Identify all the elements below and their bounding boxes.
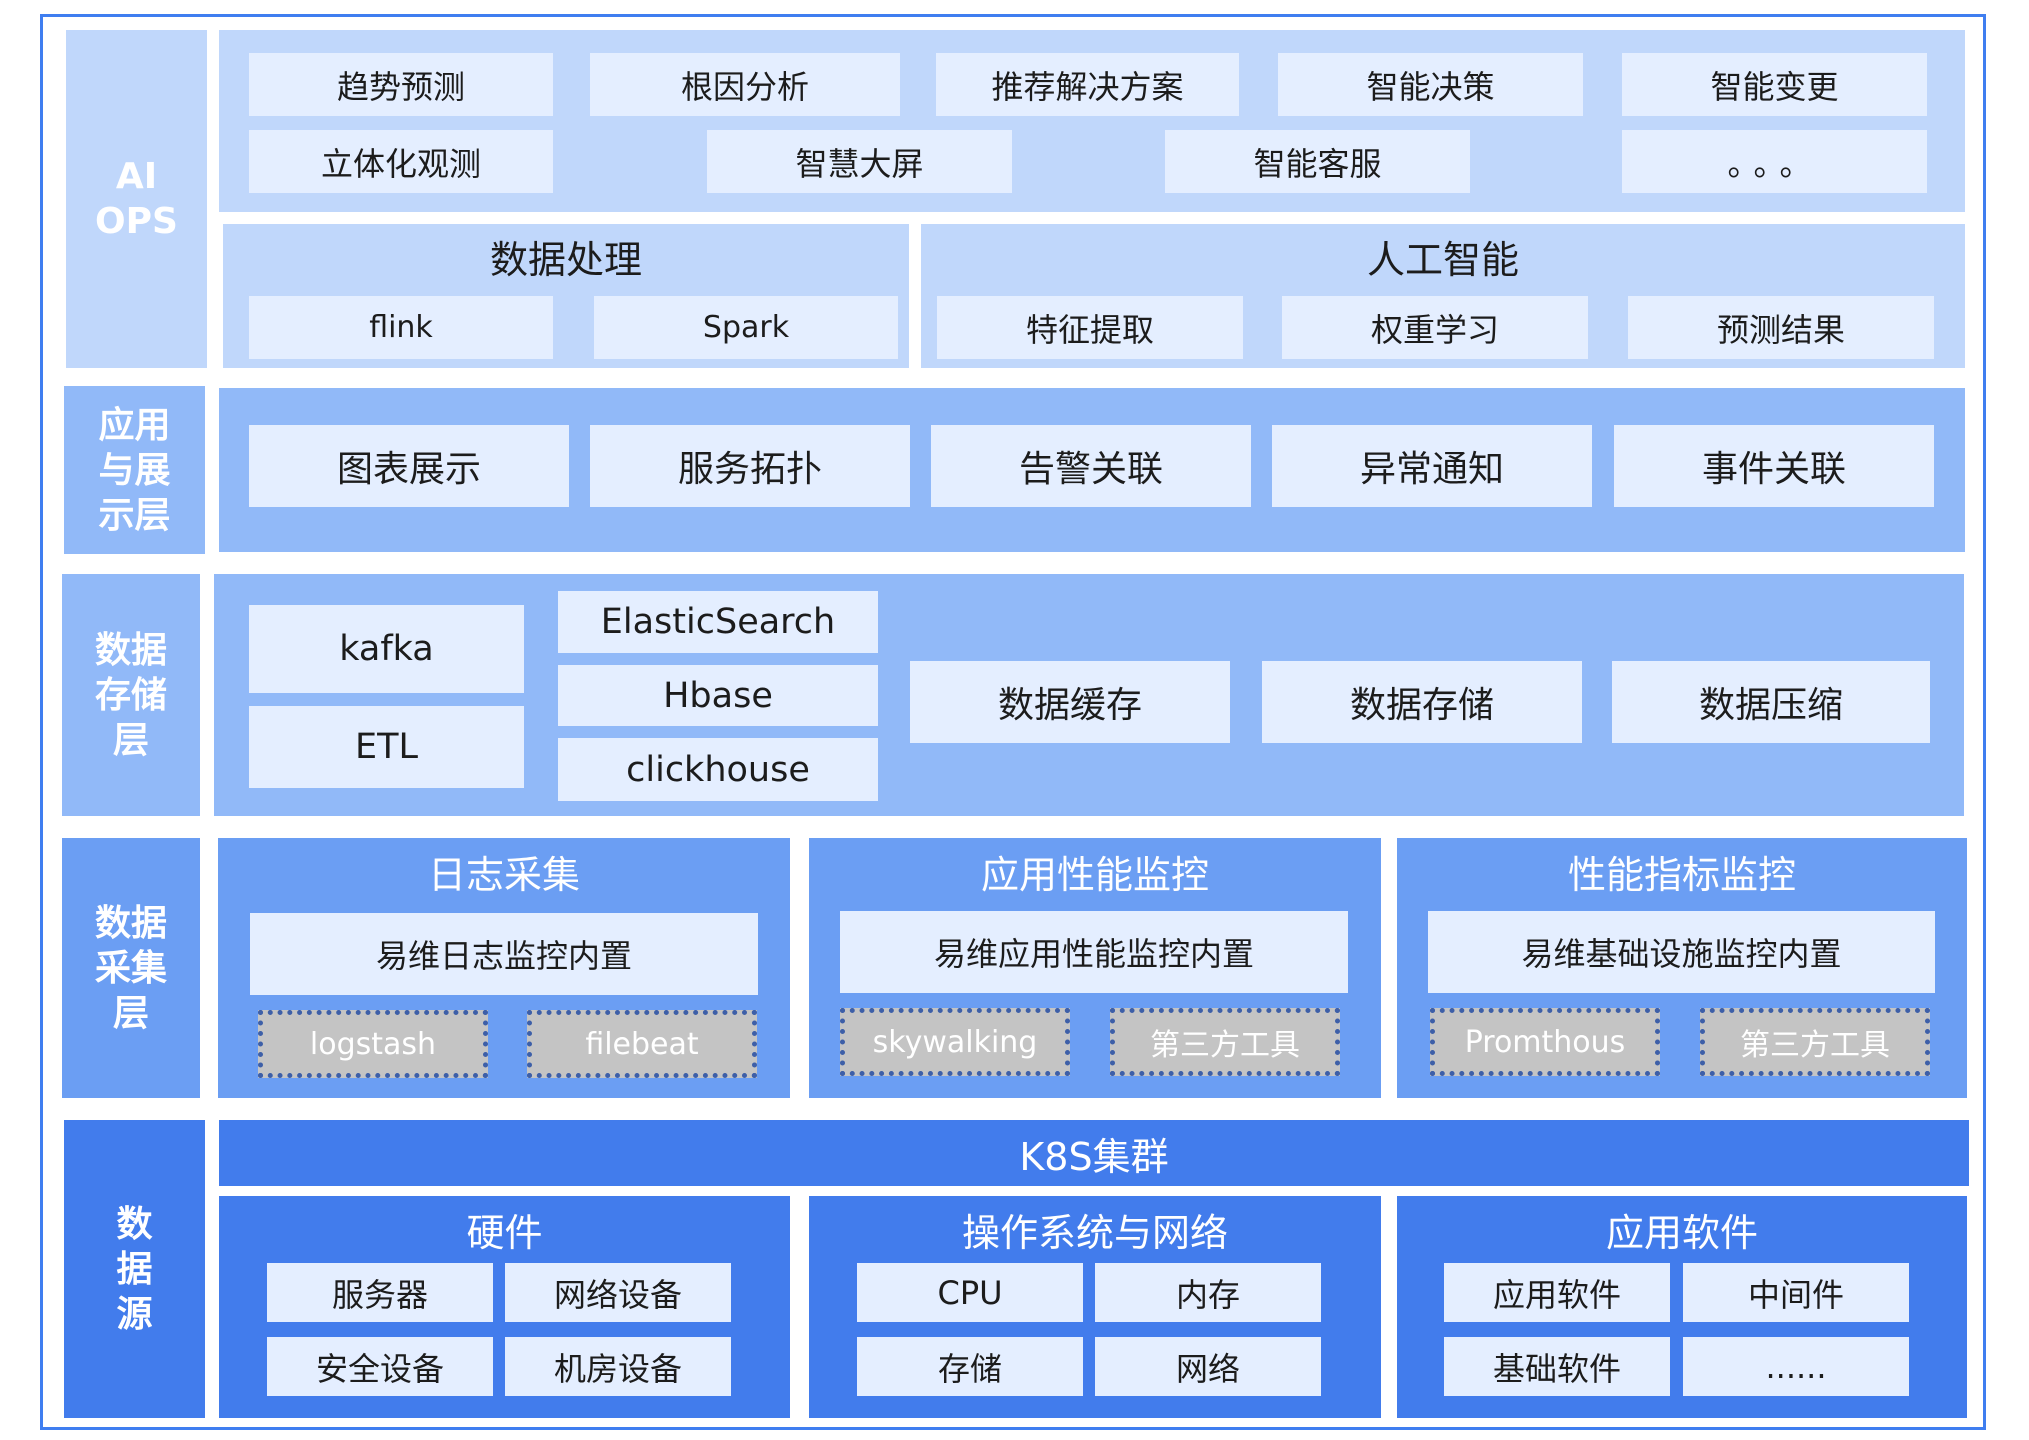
source-layer-label: 数 据 源: [64, 1120, 205, 1418]
collect-tool: 第三方工具: [1700, 1008, 1930, 1076]
collect-main-item: 易维基础设施监控内置: [1428, 911, 1935, 993]
app-item: 事件关联: [1614, 425, 1934, 507]
collect-tool: filebeat: [527, 1010, 757, 1078]
storage-item: 数据缓存: [910, 661, 1230, 743]
source-item: 内存: [1095, 1263, 1321, 1322]
collect-tool: skywalking: [840, 1008, 1070, 1076]
app-item: 告警关联: [931, 425, 1251, 507]
aiops-item: 趋势预测: [249, 53, 553, 116]
aiops-item: 智慧大屏: [707, 130, 1012, 193]
source-item: 中间件: [1683, 1263, 1909, 1322]
storage-item: Hbase: [558, 665, 878, 726]
app-item: 服务拓扑: [590, 425, 910, 507]
ai-item: 预测结果: [1628, 296, 1934, 359]
aiops-item: 智能决策: [1278, 53, 1583, 116]
collect-tool: Promthous: [1430, 1008, 1660, 1076]
storage-item: 数据压缩: [1612, 661, 1930, 743]
source-group-title: 硬件: [466, 1210, 543, 1255]
collect-group-title: 日志采集: [427, 852, 580, 897]
data-processing-title: 数据处理: [489, 237, 642, 282]
source-item: CPU: [857, 1263, 1083, 1322]
collect-tool: logstash: [258, 1010, 488, 1078]
collect-layer-label: 数据 采集 层: [62, 838, 200, 1098]
source-item: 基础软件: [1444, 1337, 1670, 1396]
data-processing-item: Spark: [594, 296, 898, 359]
ai-item: 特征提取: [937, 296, 1243, 359]
collect-tool: 第三方工具: [1110, 1008, 1340, 1076]
aiops-layer-label: AI OPS: [66, 30, 207, 368]
collect-group-title: 性能指标监控: [1567, 852, 1796, 897]
data-processing-item: flink: [249, 296, 553, 359]
storage-item: kafka: [249, 605, 524, 693]
storage-item: 数据存储: [1262, 661, 1582, 743]
storage-layer-label: 数据 存储 层: [62, 574, 200, 816]
source-item: 机房设备: [505, 1337, 731, 1396]
aiops-item: 智能客服: [1165, 130, 1470, 193]
source-item: 存储: [857, 1337, 1083, 1396]
collect-main-item: 易维应用性能监控内置: [840, 911, 1348, 993]
source-item: 网络设备: [505, 1263, 731, 1322]
storage-item: ElasticSearch: [558, 591, 878, 653]
source-item: 应用软件: [1444, 1263, 1670, 1322]
source-group-title: 应用软件: [1605, 1210, 1758, 1255]
app-item: 图表展示: [249, 425, 569, 507]
source-item: 服务器: [267, 1263, 493, 1322]
k8s-cluster-bar: K8S集群: [219, 1120, 1969, 1186]
storage-item: clickhouse: [558, 738, 878, 801]
app-item: 异常通知: [1272, 425, 1592, 507]
aiops-item: 根因分析: [590, 53, 900, 116]
source-group-title: 操作系统与网络: [961, 1210, 1228, 1255]
storage-item: ETL: [249, 706, 524, 788]
aiops-ellipsis: 。。。: [1622, 130, 1927, 193]
aiops-item: 推荐解决方案: [936, 53, 1239, 116]
collect-main-item: 易维日志监控内置: [250, 913, 758, 995]
collect-group-title: 应用性能监控: [980, 852, 1209, 897]
diagram-frame: [40, 14, 1986, 1430]
ai-title: 人工智能: [1366, 237, 1519, 282]
source-item: 安全设备: [267, 1337, 493, 1396]
ai-item: 权重学习: [1282, 296, 1588, 359]
aiops-item: 智能变更: [1622, 53, 1927, 116]
aiops-item: 立体化观测: [249, 130, 553, 193]
app-layer-label: 应用 与展 示层: [64, 386, 205, 554]
source-item: ......: [1683, 1337, 1909, 1396]
source-item: 网络: [1095, 1337, 1321, 1396]
